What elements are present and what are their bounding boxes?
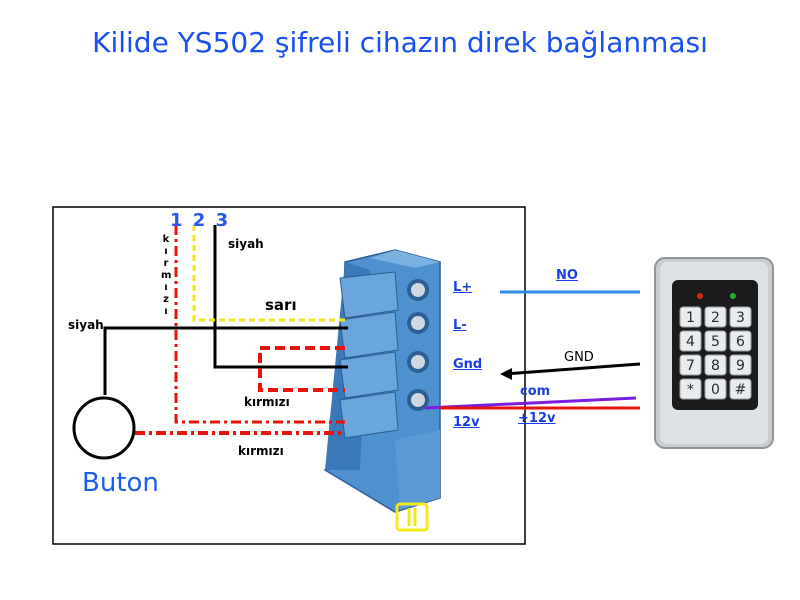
- keypad-key: [704, 330, 727, 352]
- keypad-key-label: 6: [736, 334, 745, 350]
- keypad-gnd-label: GND: [564, 350, 594, 365]
- keypad-key: [704, 378, 727, 400]
- keypad-key-label: 3: [736, 310, 745, 326]
- pin-12v: 12v: [453, 415, 480, 430]
- label-siyah-top: siyah: [228, 237, 264, 251]
- label-sari: sarı: [265, 296, 297, 314]
- label-kirmizi-letter: k: [162, 234, 170, 245]
- button-circle: [72, 396, 136, 460]
- keypad-key-label: 2: [711, 310, 720, 326]
- keypad-key: [704, 306, 727, 328]
- pin-l-minus: L-: [453, 318, 467, 333]
- keypad-key: [679, 306, 702, 328]
- keypad-key: [679, 354, 702, 376]
- label-kirmizi-letter: m: [161, 270, 172, 281]
- keypad-key-label: 0: [711, 382, 720, 398]
- keypad-key-label: *: [687, 382, 694, 398]
- keypad-key: [729, 378, 752, 400]
- label-kirmizi-1: kırmızı: [244, 395, 290, 409]
- keypad-no-label: NO: [556, 268, 578, 283]
- page-title: Kilide YS502 şifreli cihazın direk bağla…: [92, 26, 708, 59]
- keypad-key: [729, 306, 752, 328]
- wire-gnd: [504, 362, 641, 376]
- arrow-icon: [500, 368, 512, 380]
- terminal-fins: [339, 271, 399, 439]
- terminal-screws: [407, 279, 429, 411]
- keypad-key: [679, 378, 702, 400]
- label-kirmizi-letter: ı: [164, 282, 168, 293]
- pin-gnd: Gnd: [453, 357, 483, 372]
- pin-l-plus: L+: [453, 280, 473, 295]
- wire-com: [424, 396, 637, 410]
- keypad-key: [729, 354, 752, 376]
- label-kirmizi-2: kırmızı: [238, 444, 284, 458]
- diagram-frame: [52, 206, 526, 545]
- terminal-tab: [395, 430, 440, 510]
- terminal-numbers: 1 2 3: [170, 210, 231, 231]
- keypad-key: [704, 354, 727, 376]
- keypad-key-label: 7: [686, 358, 695, 374]
- led-green-icon: [730, 293, 736, 299]
- keypad-key: [729, 330, 752, 352]
- keypad-key-label: 8: [711, 358, 720, 374]
- button-label: Buton: [82, 468, 159, 498]
- wire-sari: [192, 225, 348, 322]
- keypad-key-label: 9: [736, 358, 745, 374]
- label-siyah-left: siyah: [68, 318, 104, 332]
- keypad-com-label: com: [520, 384, 551, 399]
- keypad-key-label: #: [735, 382, 747, 398]
- label-kirmizi-letter: ı: [164, 306, 168, 317]
- keypad-key-label: 4: [686, 334, 695, 350]
- label-kirmizi-letter: r: [163, 258, 169, 269]
- keypad-key: [679, 330, 702, 352]
- terminal-block: [323, 249, 441, 513]
- keypad-key-label: 1: [686, 310, 695, 326]
- label-kirmizi-letter: z: [163, 294, 169, 305]
- wire-siyah-button: [103, 326, 348, 395]
- wire-siyah-3: [213, 225, 348, 369]
- wire-kirmizi-loop: [258, 346, 345, 392]
- led-red-icon: [697, 293, 703, 299]
- label-kirmizi-letter: ı: [164, 246, 168, 257]
- terminal-block-top: [370, 250, 440, 268]
- keypad-12v-label: +12v: [518, 411, 556, 426]
- wire-kirmizi-1: [174, 225, 345, 424]
- yellow-marker-icon: [395, 502, 429, 532]
- keypad-key-label: 5: [711, 334, 720, 350]
